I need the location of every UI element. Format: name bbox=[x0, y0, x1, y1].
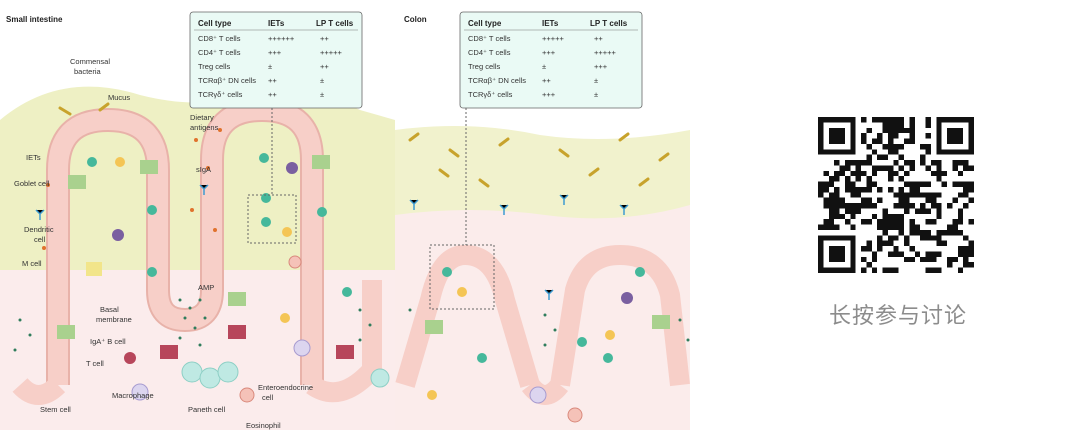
label-mcell: M cell bbox=[22, 259, 42, 268]
svg-text:±: ± bbox=[268, 62, 272, 71]
svg-text:+++: +++ bbox=[594, 62, 608, 71]
svg-text:++: ++ bbox=[268, 76, 277, 85]
label-basal-2: membrane bbox=[96, 315, 132, 324]
svg-text:CD8⁺ T cells: CD8⁺ T cells bbox=[198, 34, 241, 43]
label-tcell: T cell bbox=[86, 359, 104, 368]
svg-text:+++: +++ bbox=[542, 90, 556, 99]
svg-text:++++++: ++++++ bbox=[268, 34, 295, 43]
lamina-cells bbox=[115, 157, 615, 423]
svg-text:++: ++ bbox=[594, 34, 603, 43]
table-small-intestine: Cell type IETs LP T cells CD8⁺ T cells +… bbox=[189, 11, 363, 109]
panel-title-colon: Colon bbox=[404, 15, 427, 24]
svg-text:+++: +++ bbox=[268, 48, 282, 57]
svg-text:±: ± bbox=[320, 76, 324, 85]
label-mucus: Mucus bbox=[108, 93, 130, 102]
svg-text:TCRαβ⁺ DN cells: TCRαβ⁺ DN cells bbox=[198, 76, 256, 85]
label-dietary-1: Dietary bbox=[190, 113, 214, 122]
dietary-antigens bbox=[42, 128, 222, 250]
label-goblet: Goblet cell bbox=[14, 179, 50, 188]
svg-text:TCRγδ⁺ cells: TCRγδ⁺ cells bbox=[468, 90, 513, 99]
svg-text:CD4⁺ T cells: CD4⁺ T cells bbox=[198, 48, 241, 57]
label-macrophage: Macrophage bbox=[112, 391, 154, 400]
amp-dots bbox=[13, 298, 690, 352]
svg-text:+++++: +++++ bbox=[594, 48, 617, 57]
m-cell bbox=[86, 262, 102, 276]
colon-crypt-left bbox=[395, 245, 540, 388]
svg-text:++: ++ bbox=[320, 34, 329, 43]
qr-code-image bbox=[818, 117, 974, 273]
label-dendritic-1: Dendritic bbox=[24, 225, 54, 234]
svg-text:LP T cells: LP T cells bbox=[316, 19, 354, 28]
paneth-cells bbox=[181, 361, 390, 389]
svg-text:±: ± bbox=[594, 90, 598, 99]
dendritic-cells bbox=[112, 162, 633, 304]
svg-text:LP T cells: LP T cells bbox=[590, 19, 628, 28]
label-entero-1: Enteroendocrine bbox=[258, 383, 313, 392]
svg-text:TCRγδ⁺ cells: TCRγδ⁺ cells bbox=[198, 90, 243, 99]
label-dietary-2: antigens bbox=[190, 123, 219, 132]
svg-text:IETs: IETs bbox=[268, 19, 285, 28]
label-bacteria: bacteria bbox=[74, 67, 102, 76]
panel-title-small-intestine: Small intestine bbox=[6, 15, 63, 24]
iet-cells bbox=[87, 153, 645, 363]
svg-text:±: ± bbox=[594, 76, 598, 85]
svg-text:Cell type: Cell type bbox=[468, 19, 502, 28]
zoom-box-colon bbox=[429, 244, 495, 310]
table-colon: Cell type IETs LP T cells CD8⁺ T cells +… bbox=[459, 11, 643, 109]
svg-text:Treg cells: Treg cells bbox=[468, 62, 500, 71]
qr-caption: 长按参与讨论 bbox=[828, 304, 967, 329]
bacteria bbox=[58, 102, 670, 188]
svg-text:CD4⁺ T cells: CD4⁺ T cells bbox=[468, 48, 511, 57]
svg-text:CD8⁺ T cells: CD8⁺ T cells bbox=[468, 34, 511, 43]
label-eosinophil: Eosinophil bbox=[246, 421, 281, 430]
lamina-propria-small bbox=[0, 270, 395, 430]
svg-text:+++++: +++++ bbox=[542, 34, 565, 43]
label-basal-1: Basal bbox=[100, 305, 119, 314]
enteroendocrine-cells bbox=[160, 325, 354, 359]
svg-text:++: ++ bbox=[542, 76, 551, 85]
label-entero-2: cell bbox=[262, 393, 274, 402]
svg-text:±: ± bbox=[320, 90, 324, 99]
qr-code[interactable] bbox=[818, 117, 974, 273]
diagram-labels: Commensal bacteria Mucus IETs Goblet cel… bbox=[14, 57, 313, 430]
intestine-diagram: Small intestine Colon Cell type IETs LP … bbox=[0, 11, 690, 430]
label-dendritic-2: cell bbox=[34, 235, 46, 244]
svg-text:TCRαβ⁺ DN cells: TCRαβ⁺ DN cells bbox=[468, 76, 526, 85]
label-iga: IgA⁺ B cell bbox=[90, 337, 126, 346]
zoom-box-small bbox=[247, 194, 297, 244]
svg-text:+++: +++ bbox=[542, 48, 556, 57]
label-siga: sIgA bbox=[196, 165, 211, 174]
label-stem: Stem cell bbox=[40, 405, 71, 414]
siga-molecules bbox=[35, 184, 629, 300]
svg-text:Cell type: Cell type bbox=[198, 19, 232, 28]
label-paneth: Paneth cell bbox=[188, 405, 225, 414]
label-commensal: Commensal bbox=[70, 57, 110, 66]
svg-text:+++++: +++++ bbox=[320, 48, 343, 57]
label-iets: IETs bbox=[26, 153, 41, 162]
label-amp: AMP bbox=[198, 283, 214, 292]
svg-text:++: ++ bbox=[268, 90, 277, 99]
svg-text:Treg cells: Treg cells bbox=[198, 62, 230, 71]
svg-text:±: ± bbox=[542, 62, 546, 71]
goblet-cells bbox=[57, 155, 670, 339]
colon-crypt-right bbox=[550, 245, 690, 387]
svg-text:IETs: IETs bbox=[542, 19, 559, 28]
svg-text:++: ++ bbox=[320, 62, 329, 71]
